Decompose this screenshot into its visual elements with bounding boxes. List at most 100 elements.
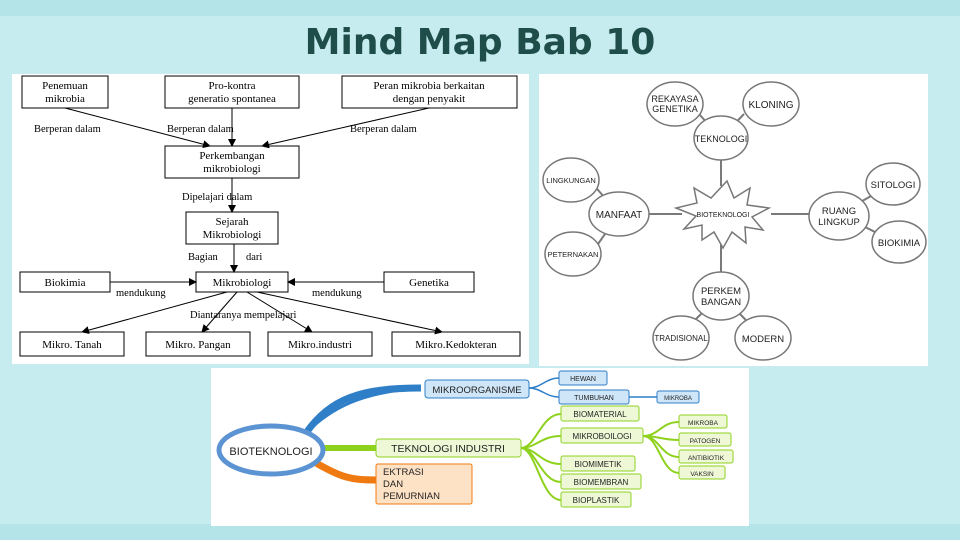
vaksin-label: VAKSIN [690, 471, 714, 478]
tradisional-label: TRADISIONAL [654, 334, 708, 343]
peran-line2: dengan penyakit [393, 93, 465, 105]
node-tumbuhan [558, 389, 630, 405]
tumbuhan-label: TUMBUHAN [574, 395, 614, 402]
node-biomembran [560, 473, 642, 490]
mikroba-top-label: MIKROBA [664, 396, 692, 402]
bubble-perkembangan [692, 271, 750, 321]
biokimia-bubble-label: BIOKIMIA [878, 238, 921, 249]
node-patogen [678, 432, 732, 447]
node-biomaterial [560, 405, 640, 422]
mind-map-diagram: BIOTEKNOLOGI MIKROORGANISME HEWAN TUMBUH… [216, 370, 734, 508]
diantaranya-label: Diantaranya mempelajari [190, 310, 296, 321]
bioteknologi-burst [673, 179, 772, 250]
ekstrasi-line2: DAN [383, 479, 403, 490]
node-biomimetik [560, 455, 636, 472]
bubble-ruang [808, 191, 870, 241]
sejarah-line2: Mikrobiologi [203, 229, 262, 241]
perkembangan-line1: PERKEM [701, 286, 741, 297]
node-ekstrasi [375, 463, 473, 505]
box-industri [267, 331, 373, 357]
box-kedokteran [391, 331, 521, 357]
bubble-rekayasa [646, 81, 704, 127]
prokontra-line1: Pro-kontra [208, 80, 255, 92]
kedokteran-label: Mikro.Kedokteran [415, 339, 497, 351]
sejarah-line1: Sejarah [216, 216, 249, 228]
flowchart-diagram: Penemuan mikrobia Pro-kontra generatio s… [19, 75, 521, 357]
mikrobiologi-label: Mikrobiologi [213, 277, 272, 289]
node-antibiotik [678, 449, 734, 464]
root-label: BIOTEKNOLOGI [229, 446, 312, 458]
bubble-teknologi [693, 115, 749, 161]
bubble-sitologi [865, 162, 921, 206]
teknologi-label: TEKNOLOGI [695, 134, 748, 144]
prokontra-line2: generatio spontanea [188, 93, 276, 105]
hewan-label: HEWAN [570, 376, 596, 383]
genetika-label: Genetika [409, 277, 449, 289]
bubble-modern [734, 315, 792, 361]
biomaterial-label: BIOMATERIAL [573, 410, 627, 419]
rekayasa-line2: GENETIKA [652, 104, 698, 114]
penemuan-line1: Penemuan [42, 80, 88, 92]
dipelajari-label: Dipelajari dalam [182, 192, 252, 203]
ekstrasi-line1: EKTRASI [383, 467, 424, 478]
manfaat-label: MANFAAT [596, 210, 642, 221]
box-pangan [145, 331, 251, 357]
mikroboilogi-label: MIKROBOILOGI [572, 432, 631, 441]
mikroba-label: MIKROBA [688, 420, 719, 427]
box-tanah [19, 331, 125, 357]
box-peran [341, 75, 518, 109]
antibiotik-label: ANTIBIOTIK [688, 455, 725, 462]
node-bioplastik [560, 491, 632, 508]
box-perkembangan [164, 145, 300, 179]
penemuan-line2: mikrobia [45, 93, 85, 105]
bottom-band [0, 524, 960, 540]
dari-label: dari [246, 252, 262, 263]
box-prokontra [164, 75, 300, 109]
peran-line1: Peran mikrobia berkaitan [373, 80, 485, 92]
center-label: BIOTEKNOLOGI [697, 212, 750, 219]
rekayasa-line1: REKAYASA [651, 94, 698, 104]
bubble-map-panel: BIOTEKNOLOGI REKAYASA GENETIKA KLONING T… [539, 74, 928, 366]
ruang-line2: LINGKUP [818, 217, 860, 228]
perkembangan-line1: Perkembangan [199, 150, 265, 162]
top-band [0, 0, 960, 16]
pangan-label: Mikro. Pangan [165, 339, 231, 351]
mendukung-1: mendukung [116, 288, 166, 299]
ekstrasi-line3: PEMURNIAN [383, 491, 440, 502]
peternakan-label: PETERNAKAN [548, 250, 599, 259]
slide-title: Mind Map Bab 10 [304, 22, 656, 63]
teknologi-industri-label: TEKNOLOGI INDUSTRI [391, 443, 505, 455]
node-teknologi-industri [375, 438, 522, 458]
sitologi-label: SITOLOGI [871, 180, 916, 191]
node-vaksin [678, 465, 726, 480]
node-hewan [558, 370, 608, 386]
berperan-3: Berperan dalam [350, 124, 417, 135]
box-penemuan [21, 75, 109, 109]
patogen-label: PATOGEN [690, 438, 721, 445]
industri-label: Mikro.industri [288, 339, 352, 351]
lingkungan-label: LINGKUNGAN [546, 176, 596, 185]
tanah-label: Mikro. Tanah [42, 339, 102, 351]
biokimia-label: Biokimia [45, 277, 86, 289]
box-sejarah [185, 211, 279, 245]
bubble-map-diagram: BIOTEKNOLOGI REKAYASA GENETIKA KLONING T… [542, 81, 927, 361]
bioplastik-label: BIOPLASTIK [573, 496, 620, 505]
node-mikroba [678, 414, 728, 429]
node-mikroboilogi [560, 427, 644, 444]
bubble-peternakan [544, 231, 602, 277]
biomimetik-label: BIOMIMETIK [574, 460, 622, 469]
bagian-label: Bagian [188, 252, 218, 263]
root-ellipse [216, 423, 326, 477]
mendukung-2: mendukung [312, 288, 362, 299]
node-mikroorganisme [424, 379, 530, 399]
node-mikroba-top [656, 390, 700, 404]
bubble-kloning [742, 81, 800, 127]
bubble-tradisional [652, 315, 710, 361]
bubble-biokimia [871, 220, 927, 264]
berperan-2: Berperan dalam [167, 124, 234, 135]
mikroorganisme-label: MIKROORGANISME [432, 385, 521, 396]
perkembangan-line2: mikrobiologi [203, 163, 260, 175]
berperan-1: Berperan dalam [34, 124, 101, 135]
modern-label: MODERN [742, 334, 784, 345]
kloning-label: KLONING [748, 100, 793, 111]
